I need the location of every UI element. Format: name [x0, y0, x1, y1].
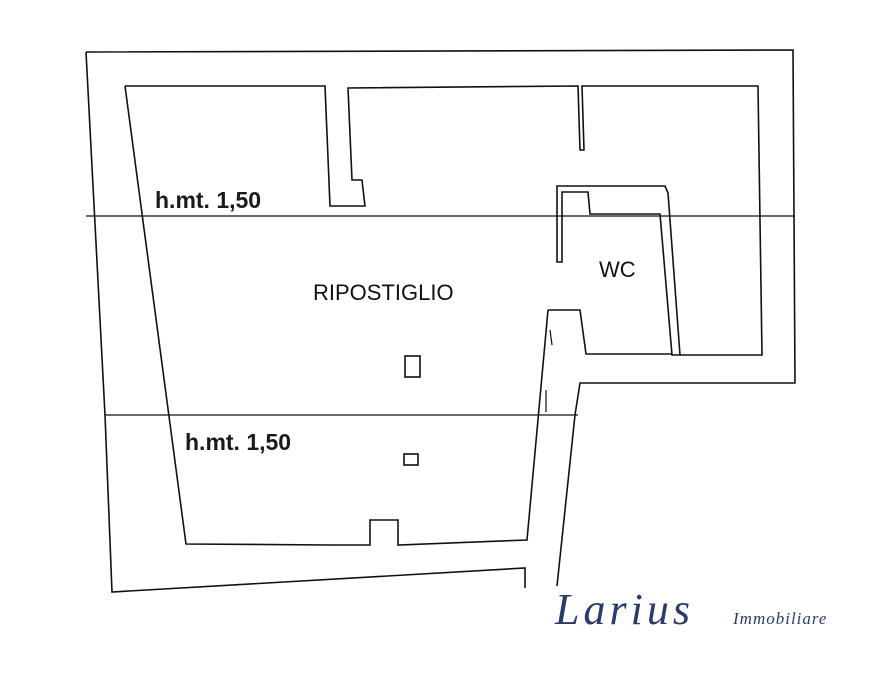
brand-name: Larius [554, 585, 694, 634]
inner-wall-left [124, 85, 549, 546]
pillar-lower [403, 453, 419, 466]
room-label-storage: RIPOSTIGLIO [313, 280, 454, 305]
inner-wall-storage [125, 85, 763, 356]
brand-logo: Larius Immobiliare [554, 585, 827, 634]
outer-wall [85, 49, 796, 593]
room-label-wc: WC [599, 257, 636, 282]
pillar-upper [404, 355, 421, 378]
inner-wall-wc-lower [548, 309, 672, 355]
height-label-lower: h.mt. 1,50 [185, 429, 291, 455]
height-label-upper: h.mt. 1,50 [155, 187, 261, 213]
wall-notch-left [545, 329, 553, 412]
brand-suffix: Immobiliare [732, 609, 827, 628]
